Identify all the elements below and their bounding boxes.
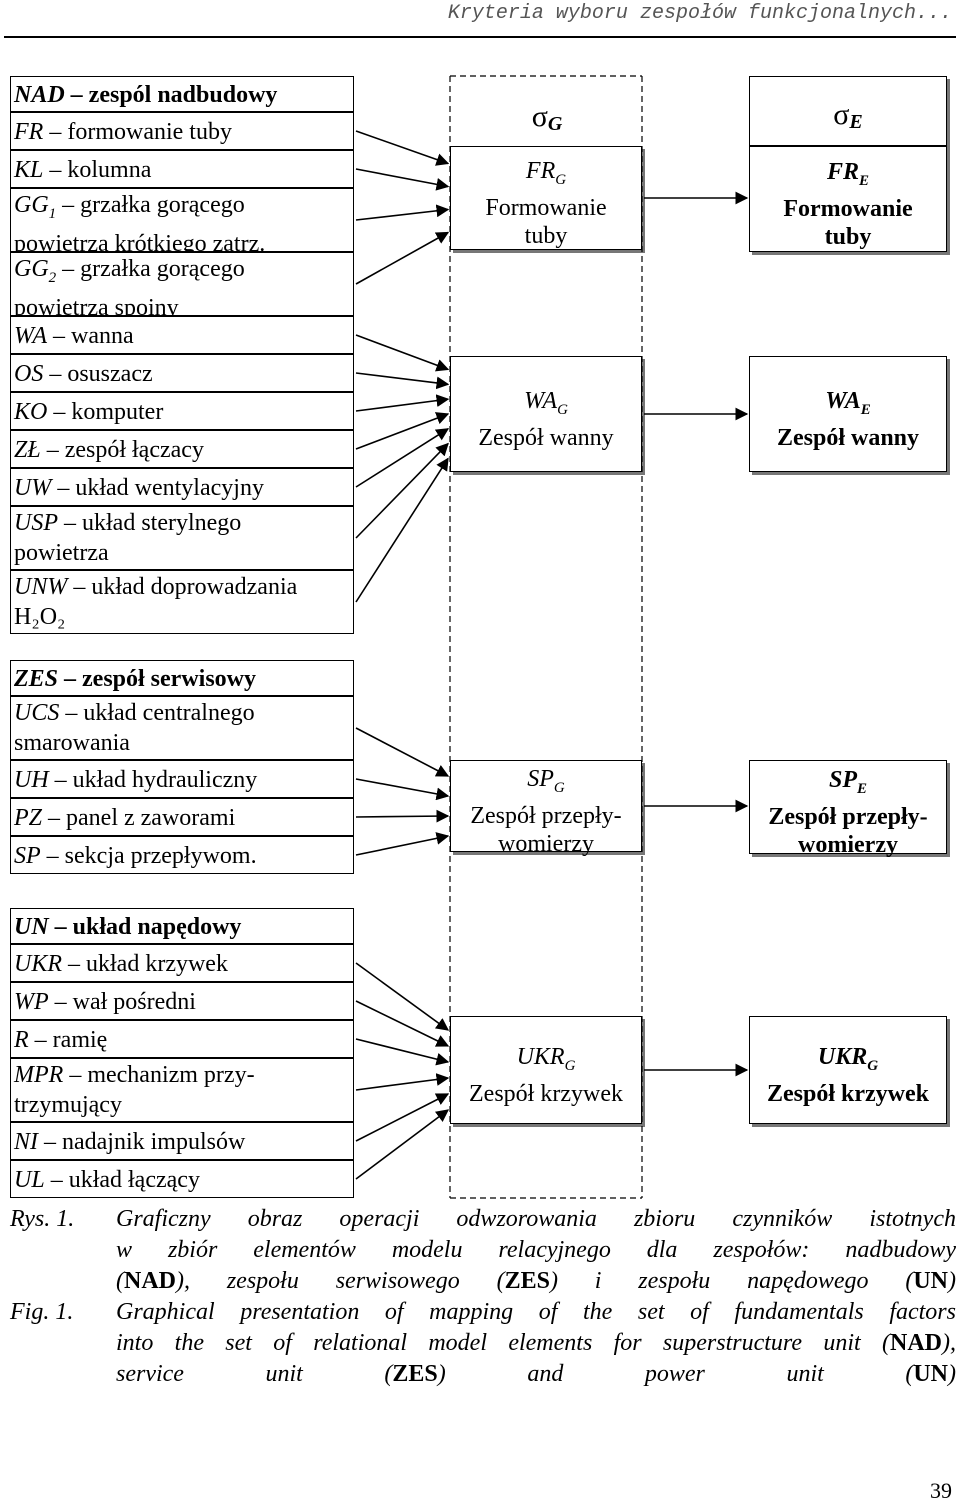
arrow-factor-to-g [355,1038,450,1066]
factor-item: FR – formowanie tuby [10,112,354,150]
arrow-factor-to-g [355,727,450,777]
caption-pl-line2: w zbiór elementów modelu relacyjnego dla… [116,1237,956,1263]
group-head-un: UN – układ napędowy [10,908,354,944]
mapping-arrows [355,75,749,1199]
sigma-e-header-box [749,76,947,146]
factor-item: WP – wał pośredni [10,982,354,1020]
arrow-factor-to-g [355,412,450,450]
running-header: Kryteria wyboru zespołów funkcjonalnych.… [447,2,952,25]
group-head-nad: NAD – zespól nadbudowy [10,76,354,112]
sigma-g-symbol: σG [531,100,563,135]
caption-pl-line1: Graficzny obraz operacji odwzorowania zb… [116,1206,956,1232]
caption-en-line1: Graphical presentation of mapping of the… [116,1299,956,1325]
arrow-factor-to-g [355,809,450,823]
arrow-factor-to-g [355,832,450,856]
factor-item: MPR – mechanizm przy-trzymujący [10,1058,354,1122]
factor-item: UW – układ wentylacyjny [10,468,354,506]
arrow-factor-to-g [355,372,450,390]
arrow-factor-to-g [355,1073,450,1091]
caption-en-line2: into the set of relational model element… [116,1330,956,1356]
factor-item: UL – układ łączący [10,1160,354,1198]
arrow-factor-to-g [355,130,450,166]
factor-item: OS – osuszacz [10,354,354,392]
page-number: 39 [930,1478,952,1503]
arrow-factor-to-g [355,394,450,412]
arrow-factor-to-g [355,442,449,539]
arrow-factor-to-g [355,1093,450,1142]
factor-item: SP – sekcja przepływom. [10,836,354,874]
arrow-factor-to-g [355,457,449,603]
factor-item: NI – nadajnik impulsów [10,1122,354,1160]
figure-caption: Rys. 1. Graficzny obraz operacji odwzoro… [10,1204,956,1390]
caption-en-line3: service unit (ZES) and power unit (UN) [116,1361,956,1387]
factor-item: R – ramię [10,1020,354,1058]
caption-pl-label: Rys. 1. [10,1206,75,1232]
arrow-factor-to-g [355,231,450,285]
arrow-factor-to-g [355,204,450,221]
factor-item: WA – wanna [10,316,354,354]
arrow-factor-to-g [355,1109,450,1180]
factor-item: ZŁ – zespół łączacy [10,430,354,468]
arrow-factor-to-g [355,168,450,191]
arrow-factor-to-g [355,334,450,372]
factor-item: KL – kolumna [10,150,354,188]
arrow-factor-to-g [355,962,450,1031]
factor-item: PZ – panel z zaworami [10,798,354,836]
factor-item: KO – komputer [10,392,354,430]
sigma-e-symbol: σE [833,98,863,133]
caption-pl-line3: (NAD), zespołu serwisowego (ZES) i zespo… [116,1268,956,1294]
factor-item: UH – układ hydrauliczny [10,760,354,798]
arrow-factor-to-g [355,778,450,801]
arrow-factor-to-g [355,1000,450,1047]
group-head-zes: ZES – zespół serwisowy [10,660,354,696]
header-rule [4,36,956,38]
caption-en-label: Fig. 1. [10,1299,74,1325]
arrow-factor-to-g [355,428,450,488]
factor-item: UKR – układ krzywek [10,944,354,982]
